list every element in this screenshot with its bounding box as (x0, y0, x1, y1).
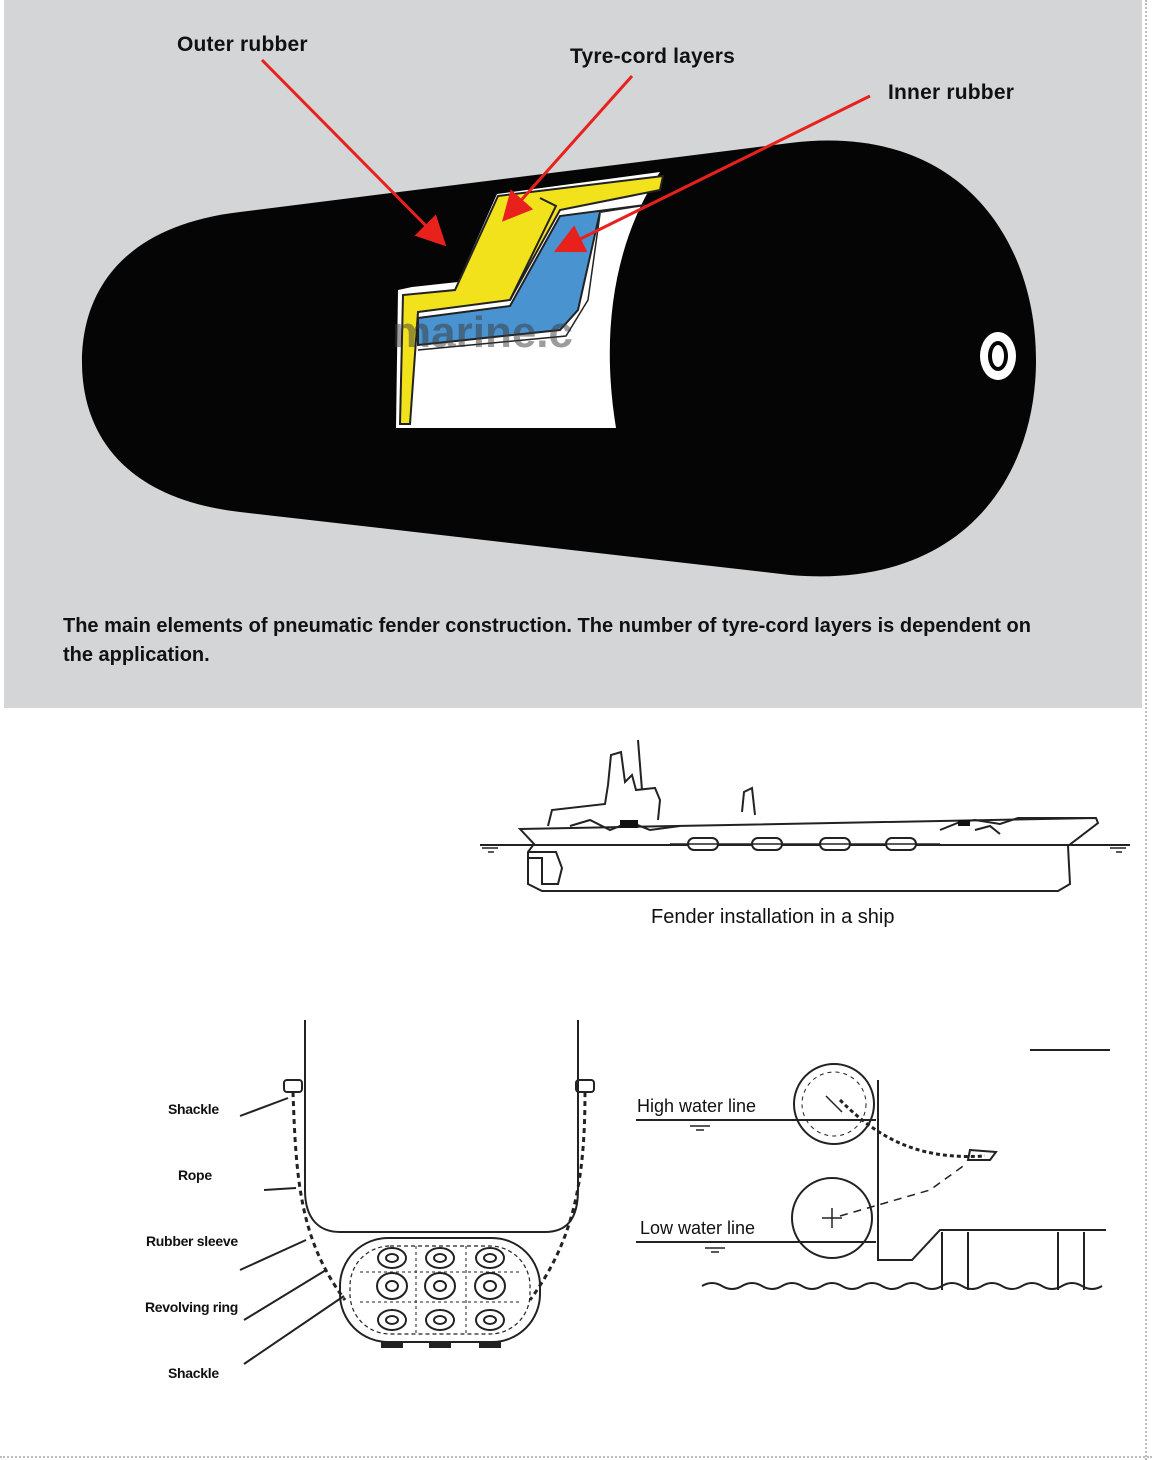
low-water-line-label: Low water line (640, 1218, 755, 1239)
inner-rubber-label: Inner rubber (888, 81, 1014, 105)
page-edge-right (1145, 0, 1147, 1460)
shackle-label-top: Shackle (168, 1101, 219, 1117)
page-edge-bottom (0, 1456, 1152, 1458)
rope-label: Rope (178, 1167, 212, 1183)
fender-construction-caption: The main elements of pneumatic fender co… (63, 612, 1053, 670)
revolving-ring-label: Revolving ring (145, 1299, 238, 1315)
water-line-diagram (636, 1050, 1110, 1290)
shackle-label-bottom: Shackle (168, 1365, 219, 1381)
tyre-cord-layers-label: Tyre-cord layers (570, 45, 735, 69)
outer-rubber-label: Outer rubber (177, 33, 308, 57)
rubber-sleeve-label: Rubber sleeve (146, 1233, 238, 1249)
fender-cutaway-drawing (0, 0, 1152, 708)
ship-installation-caption: Fender installation in a ship (651, 906, 894, 929)
high-water-line-label: High water line (637, 1096, 756, 1117)
watermark: marine.c (392, 308, 573, 358)
chain-net-diagram (240, 1020, 594, 1364)
